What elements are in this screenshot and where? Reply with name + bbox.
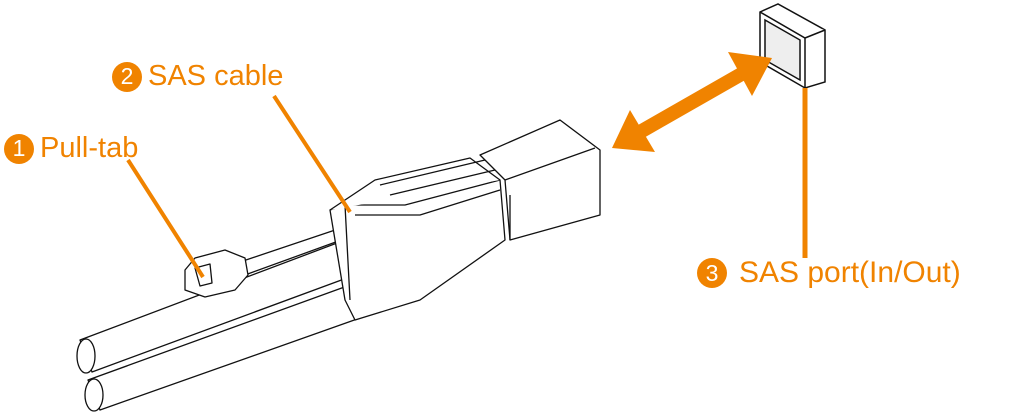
callout-sas-cable: 2 SAS cable [112, 60, 283, 93]
callout-number-badge: 1 [4, 133, 34, 164]
callout-label: Pull-tab [40, 132, 139, 164]
callout-label: SAS cable [148, 60, 284, 92]
callout-number-badge: 2 [112, 61, 142, 92]
callout-sas-port: 3 SAS port(In/Out) [697, 256, 961, 290]
callout-pull-tab: 1 Pull-tab [4, 132, 138, 165]
callout-number-badge: 3 [697, 258, 727, 288]
sas-port [759, 3, 826, 89]
leader-line-pull-tab [126, 158, 205, 279]
double-arrow-heads [612, 52, 772, 152]
callout-label: SAS port(In/Out) [739, 256, 961, 289]
leader-line-sas-cable [272, 94, 352, 214]
double-arrow-shaft [636, 65, 749, 139]
